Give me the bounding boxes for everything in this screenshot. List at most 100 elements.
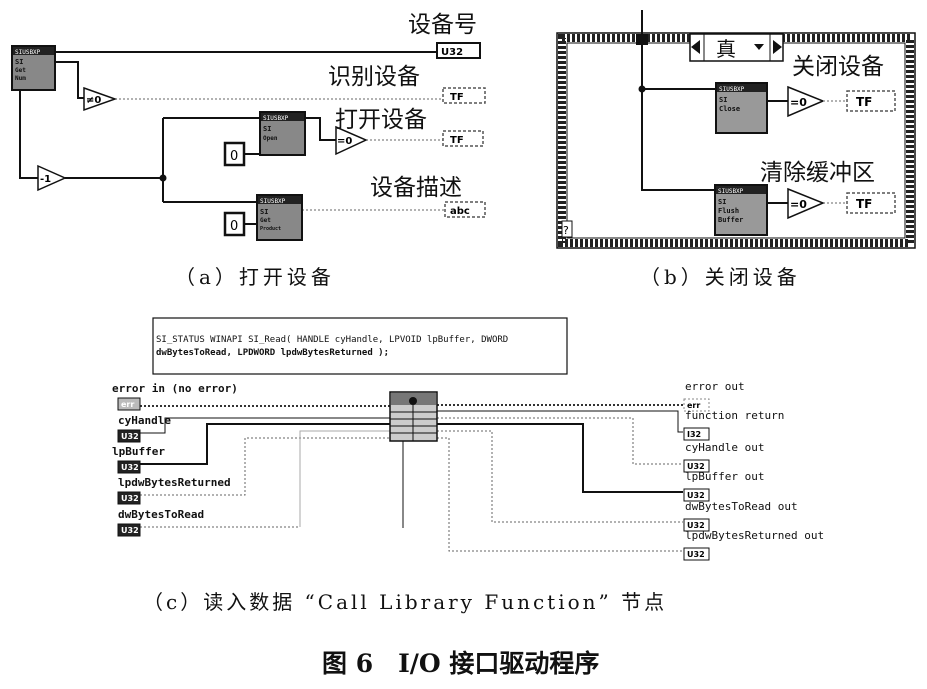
indicator-type: TF <box>856 95 872 109</box>
block-name: Open <box>263 135 278 142</box>
wire-results <box>767 100 788 204</box>
constant-value: 0 <box>230 149 238 164</box>
indicator-close-device[interactable]: TF <box>846 90 896 112</box>
terminal-type: U32 <box>121 463 139 472</box>
indicator-device-number[interactable]: U32 <box>436 42 481 59</box>
increment-case-arrow-icon[interactable] <box>773 40 782 54</box>
block-head: SIUSBXP <box>719 86 745 93</box>
wire-junction <box>638 85 646 93</box>
label-identify-device: 识别设备 <box>328 64 420 90</box>
terminal-label: cyHandle <box>118 414 171 427</box>
terminal-label: lpBuffer <box>112 445 165 458</box>
terminal-type: U32 <box>121 526 139 535</box>
constant-value: 0 <box>230 219 238 234</box>
decrement-case-arrow-icon[interactable] <box>691 40 700 54</box>
block-head: SIUSBXP <box>263 115 289 122</box>
indicator-identify-device[interactable]: TF <box>442 87 486 104</box>
indicator-type: TF <box>450 135 464 146</box>
terminal-type: U32 <box>687 462 705 471</box>
case-selector-terminal[interactable]: ? <box>561 220 573 238</box>
block-name: SI <box>718 198 726 206</box>
block-name: Product <box>260 226 281 232</box>
indicator-type: TF <box>856 197 872 211</box>
equal-zero-node[interactable]: =0 <box>335 125 368 156</box>
indicator-type: TF <box>450 92 464 103</box>
wire-function-return <box>437 410 683 433</box>
constant-zero[interactable]: 0 <box>223 211 246 237</box>
compare-label: =0 <box>337 136 352 147</box>
block-name: Get <box>15 67 26 74</box>
case-structure-frame[interactable] <box>556 32 916 249</box>
prototype-line: SI_STATUS WINAPI SI_Read( HANDLE cyHandl… <box>156 335 508 345</box>
panel-a-open-device: SIUSBXP SI Get Num ≠0 -1 SIUSBXP SI Open… <box>11 12 486 289</box>
prototype-line: dwBytesToRead, LPDWORD lpdwBytesReturned… <box>156 348 389 358</box>
wire-dwbytestoread-out <box>437 430 683 523</box>
case-selector[interactable]: 真 <box>689 33 784 62</box>
equal-zero-node[interactable]: =0 <box>787 85 825 118</box>
chevron-down-icon[interactable] <box>754 44 764 50</box>
wire-junction <box>159 174 167 182</box>
wire-cyhandle <box>140 417 390 434</box>
constant-zero[interactable]: 0 <box>223 141 246 167</box>
label-clear-buffer: 清除缓冲区 <box>760 160 875 186</box>
indicator-type: U32 <box>441 47 463 58</box>
block-name: Close <box>719 105 740 113</box>
terminal-label: lpdwBytesReturned out <box>685 529 824 542</box>
caption-c: （c）读入数据 “Call Library Function” 节点 <box>143 590 667 614</box>
wire-constants <box>245 153 260 225</box>
panel-c-call-library-function: SI_STATUS WINAPI SI_Read( HANDLE cyHandl… <box>112 317 824 614</box>
caption-a: （a）打开设备 <box>175 265 335 289</box>
compare-label: =0 <box>790 96 807 109</box>
equal-zero-node[interactable]: =0 <box>787 187 825 220</box>
terminal-type: U32 <box>121 494 139 503</box>
wire-cyhandle-out <box>437 417 683 465</box>
indicator-clear-buffer[interactable]: TF <box>846 192 896 214</box>
terminal-label: function return <box>685 409 784 422</box>
terminal-type: err <box>687 401 700 410</box>
decrement-label: -1 <box>40 174 51 185</box>
label-device-description: 设备描述 <box>370 175 462 201</box>
library-icon <box>409 397 417 405</box>
block-name: SI <box>15 58 23 66</box>
wire-open-result <box>305 117 336 141</box>
block-name: SI <box>263 125 271 133</box>
si-flush-buffer-node[interactable]: SIUSBXP SI Flush Buffer <box>714 184 768 236</box>
call-library-function-node[interactable] <box>389 391 438 442</box>
wire-lpbuffer-out <box>437 423 683 493</box>
si-get-num-devices-node[interactable]: SIUSBXP SI Get Num <box>11 45 56 91</box>
block-name: SI <box>260 208 268 216</box>
label-close-device: 关闭设备 <box>792 54 884 80</box>
si-close-node[interactable]: SIUSBXP SI Close <box>715 82 768 134</box>
input-terminal[interactable]: error in (no error) err <box>112 382 238 411</box>
wire-handle-branch <box>65 117 260 203</box>
wire-bool <box>823 100 847 204</box>
terminal-label: error in (no error) <box>112 382 238 395</box>
function-prototype-box: SI_STATUS WINAPI SI_Read( HANDLE cyHandl… <box>152 317 568 375</box>
si-open-node[interactable]: SIUSBXP SI Open <box>259 111 306 156</box>
indicator-device-description[interactable]: abc <box>444 201 486 218</box>
block-name: Flush <box>718 207 739 215</box>
wire-dwbytestoread-vert <box>299 430 390 527</box>
block-head: SIUSBXP <box>718 188 744 195</box>
compare-label: ≠0 <box>86 95 101 106</box>
not-equal-zero-node[interactable]: ≠0 <box>83 86 118 112</box>
si-get-product-string-node[interactable]: SIUSBXP SI Get Product <box>256 194 303 241</box>
indicator-open-device[interactable]: TF <box>442 130 484 147</box>
decrement-node[interactable]: -1 <box>37 164 67 192</box>
label-device-number: 设备号 <box>408 12 477 38</box>
wire-lpbuffer <box>140 423 390 465</box>
terminal-type: err <box>121 400 134 409</box>
wire-to-decrement <box>19 90 38 179</box>
caption-b: （b）关闭设备 <box>640 265 801 289</box>
